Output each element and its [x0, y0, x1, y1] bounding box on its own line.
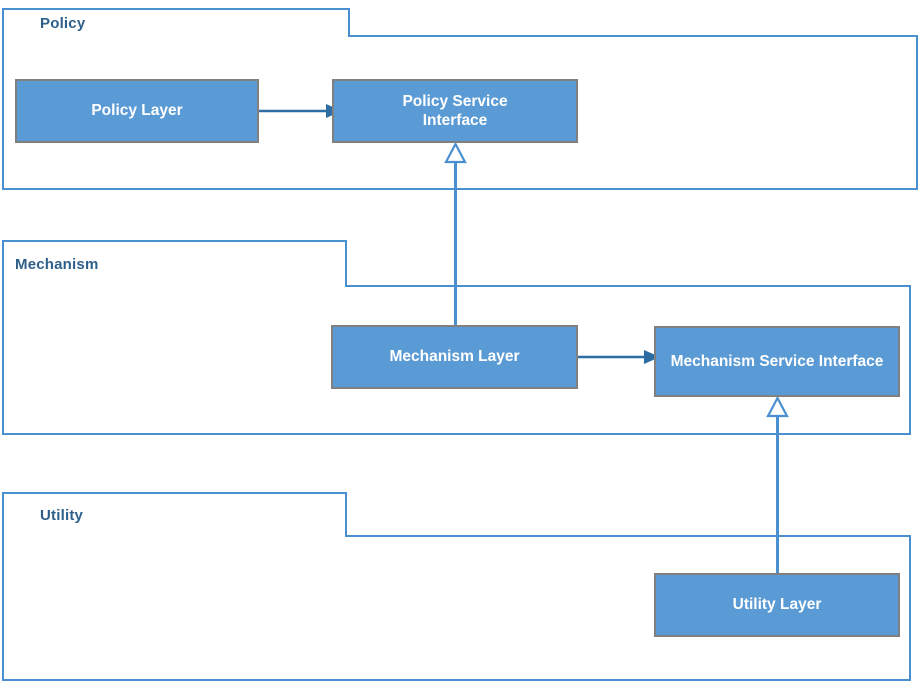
node-mechanism-service-interface-label: Mechanism Service Interface: [670, 352, 884, 370]
package-utility-tab[interactable]: Utility: [2, 492, 347, 537]
connection-utility-layer-to-mechanism-service-interface[interactable]: [762, 393, 794, 581]
filled-triangle-arrowhead-icon: [644, 350, 660, 364]
hollow-triangle-arrowhead-icon: [444, 141, 467, 164]
package-utility-label: Utility: [40, 507, 84, 524]
node-policy-layer-label: Policy Layer: [91, 102, 183, 120]
node-policy-layer[interactable]: Policy Layer: [15, 79, 259, 143]
node-mechanism-layer[interactable]: Mechanism Layer: [331, 325, 578, 389]
connection-mechanism-layer-to-mechanism-service-interface[interactable]: [578, 344, 660, 370]
node-utility-layer[interactable]: Utility Layer: [654, 573, 900, 637]
node-policy-service-interface-label: Policy Service Interface: [402, 92, 508, 129]
node-mechanism-service-interface[interactable]: Mechanism Service Interface: [654, 326, 900, 397]
package-policy-label: Policy: [40, 15, 86, 32]
package-mechanism-label: Mechanism: [15, 256, 99, 273]
package-policy[interactable]: [2, 35, 918, 190]
package-mechanism-tab[interactable]: Mechanism: [2, 240, 347, 287]
connection-mechanism-layer-to-policy-service-interface[interactable]: [440, 140, 472, 330]
node-policy-service-interface[interactable]: Policy Service Interface: [332, 79, 578, 143]
hollow-triangle-arrowhead-icon: [766, 395, 789, 418]
package-policy-tab[interactable]: Policy: [2, 8, 350, 37]
node-mechanism-layer-label: Mechanism Layer: [389, 348, 520, 366]
node-utility-layer-label: Utility Layer: [732, 596, 822, 614]
package-utility[interactable]: [2, 535, 911, 681]
connection-policy-layer-to-policy-service-interface[interactable]: [258, 98, 342, 124]
